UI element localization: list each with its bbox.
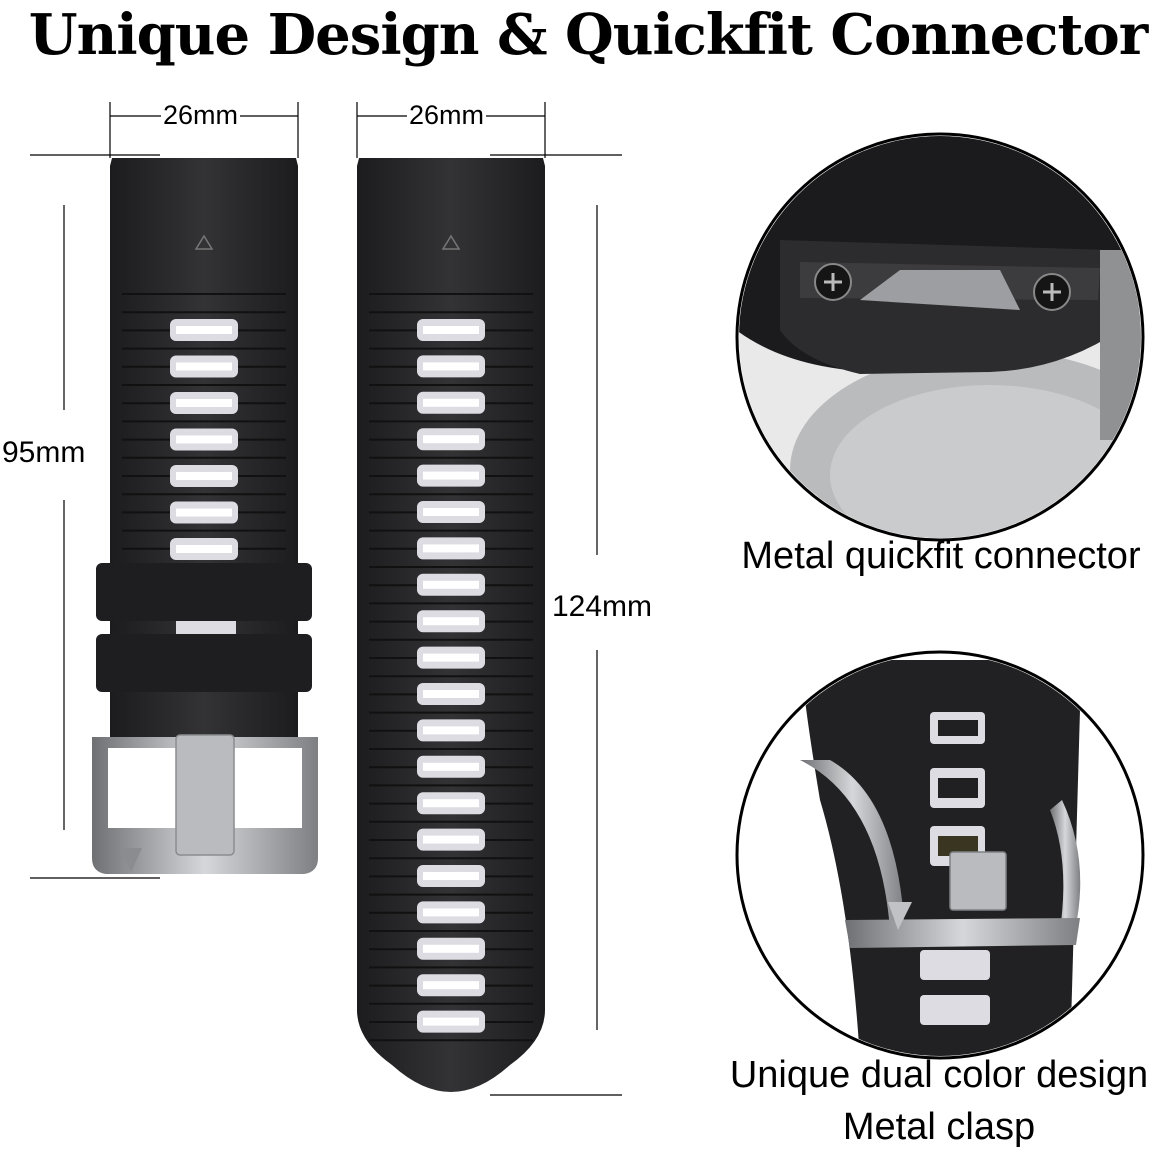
strap-hole-center <box>176 545 232 553</box>
strap-hole-center <box>423 544 479 553</box>
short-strap <box>92 158 318 874</box>
short-strap-length-label: 95mm <box>0 436 88 469</box>
connector-closeup <box>735 132 1145 542</box>
strap-hole-center <box>176 399 232 407</box>
strap-hole-center <box>176 362 232 371</box>
short-strap-width-label: 26mm <box>161 100 241 130</box>
strap-hole-center <box>176 435 232 444</box>
strap-hole-center <box>423 835 479 844</box>
short-strap-length-dimension <box>30 154 160 879</box>
long-strap-width-label: 26mm <box>407 100 487 130</box>
strap-hole-center <box>423 398 479 407</box>
strap-hole-center <box>423 944 479 953</box>
strap-hole-center <box>423 653 479 662</box>
strap-hole-center <box>423 435 479 444</box>
strap-hole-center <box>423 471 479 480</box>
strap-hole-center <box>423 1017 479 1026</box>
strap-hole-center <box>423 690 479 698</box>
strap-hole-center <box>423 726 479 735</box>
strap-hole-center <box>423 580 479 589</box>
strap-hole-center <box>423 508 479 516</box>
clasp-caption-line1: Unique dual color design <box>729 1054 1149 1096</box>
strap-hole-center <box>176 472 232 480</box>
strap-hole-center <box>423 872 479 880</box>
strap-hole-center <box>176 326 232 334</box>
strap-hole-center <box>423 617 479 626</box>
connector-caption: Metal quickfit connector <box>741 535 1141 577</box>
strap-hole-center <box>423 981 479 990</box>
long-strap-length-label: 124mm <box>550 590 655 623</box>
page-title: Unique Design & Quickfit Connector <box>28 2 1148 68</box>
clasp-closeup <box>735 650 1145 1060</box>
strap-hole-center <box>423 362 479 371</box>
strap-hole-center <box>423 908 479 917</box>
clasp-caption-line2: Metal clasp <box>842 1106 1036 1148</box>
long-strap <box>357 158 545 1092</box>
long-strap-length-dimension <box>490 154 622 1096</box>
strap-hole-center <box>423 762 479 771</box>
strap-hole-center <box>423 799 479 808</box>
strap-hole-center <box>423 326 479 334</box>
strap-hole-center <box>176 508 232 517</box>
